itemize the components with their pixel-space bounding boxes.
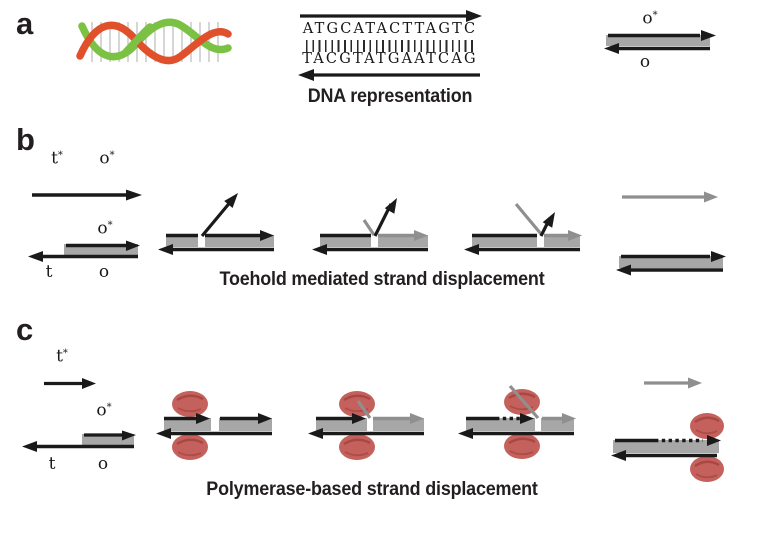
label-c-substrate-o: o (97, 454, 109, 474)
panel-c-caption: Polymerase-based strand displacement (206, 478, 538, 500)
polymerase-state-1-icon (156, 391, 272, 460)
released-strand-icon (644, 377, 702, 389)
toehold-duplex-icon (22, 430, 136, 452)
primer-strand-icon (44, 378, 96, 389)
label-substrate-o-star: o* (97, 218, 113, 239)
helix-red-strand (76, 21, 232, 65)
panel-b-label: b (16, 122, 35, 157)
panel-a-caption: DNA representation (307, 85, 473, 107)
helix-green-overpass (122, 23, 154, 56)
displacement-state-1-icon (158, 193, 274, 255)
panel-a-label: a (16, 6, 34, 41)
sequence-arrow-left-icon (298, 69, 480, 81)
displacement-state-2-icon (312, 198, 428, 255)
dna-duplex-icon (604, 30, 716, 54)
dna-double-helix-icon (76, 18, 232, 65)
label-substrate-o: o (98, 262, 110, 282)
sequence-arrow-right-icon (300, 10, 482, 22)
released-strand-icon (622, 191, 718, 203)
polymerase-state-3-icon (458, 384, 576, 459)
polymerase-state-2-icon (308, 391, 424, 460)
polymerase-product-duplex-icon (611, 413, 724, 482)
base-pairing-bars (306, 40, 474, 52)
label-invader-o-star: o* (99, 148, 115, 169)
polymerase-icon (172, 391, 208, 460)
label-substrate-t: t (45, 262, 53, 282)
toehold-duplex-icon (28, 240, 140, 262)
panel-b-caption: Toehold mediated strand displacement (219, 268, 545, 290)
label-duplex-bottom-o: o (639, 52, 651, 72)
polymerase-icon (690, 413, 724, 482)
sequence-bottom-strand: TACGTATGAATCAG (302, 51, 478, 67)
product-duplex-icon (616, 251, 726, 276)
sequence-top-strand: ATGCATACTTAGTC (302, 21, 478, 37)
invader-strand-icon (32, 189, 142, 201)
label-c-substrate-t: t (48, 454, 56, 474)
panel-c-label: c (16, 312, 34, 347)
label-c-substrate-o-star: o* (96, 400, 112, 421)
label-invader-t-star: t* (51, 148, 63, 169)
label-primer-t-star: t* (56, 346, 68, 367)
label-duplex-top-o-star: o* (642, 8, 658, 29)
displacement-state-3-icon (464, 202, 582, 255)
